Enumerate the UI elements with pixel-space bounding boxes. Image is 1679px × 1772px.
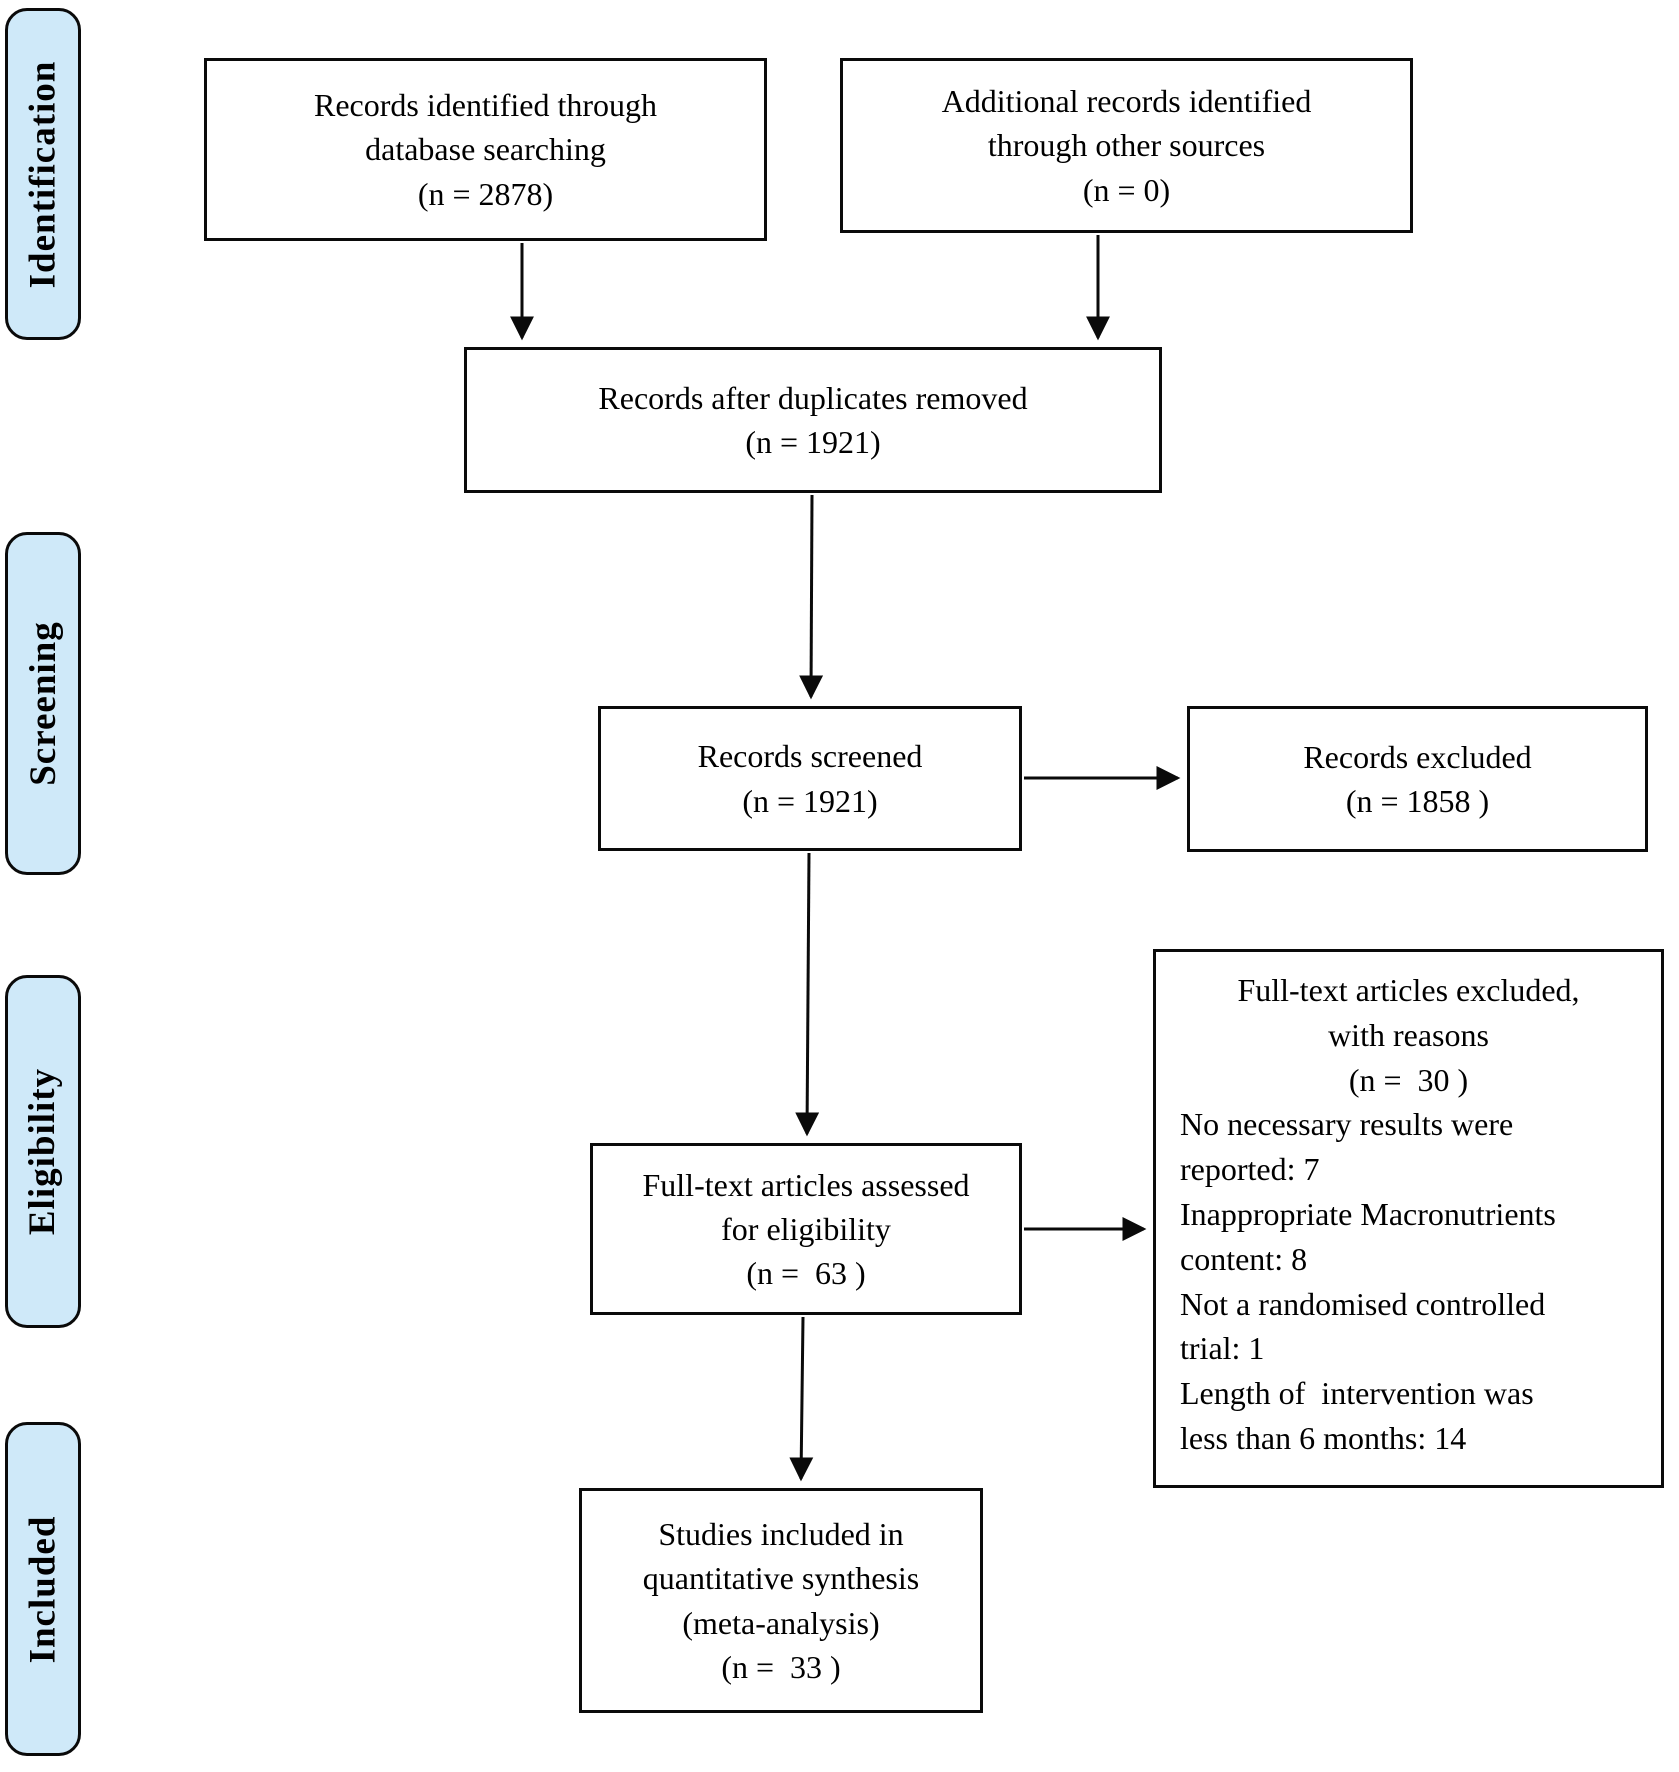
arrow-screened-to-fulltext <box>795 852 820 1137</box>
flow-box-fulltext-assessed: Full-text articles assessed for eligibil… <box>590 1143 1022 1315</box>
flow-box-records-identified-database: Records identified through database sear… <box>204 58 767 241</box>
stage-label-eligibility-text: Eligibility <box>22 1067 64 1236</box>
flow-box-fulltext-assessed-text: Full-text articles assessed for eligibil… <box>642 1166 970 1292</box>
flow-box-fulltext-excluded-reasons: No necessary results were reported: 7 In… <box>1180 1106 1556 1456</box>
flow-box-records-after-duplicates-text: Records after duplicates removed (n = 19… <box>598 379 1028 460</box>
stage-label-eligibility: Eligibility <box>5 975 81 1328</box>
flow-box-records-excluded: Records excluded (n = 1858 ) <box>1187 706 1648 852</box>
flow-box-studies-included-synthesis-text: Studies included in quantitative synthes… <box>642 1516 920 1685</box>
flow-box-records-excluded-text: Records excluded (n = 1858 ) <box>1303 738 1532 819</box>
flow-box-records-screened-text: Records screened (n = 1921) <box>697 738 923 819</box>
stage-label-identification: Identification <box>5 8 81 340</box>
flow-box-records-screened: Records screened (n = 1921) <box>598 706 1022 851</box>
flow-box-records-after-duplicates: Records after duplicates removed (n = 19… <box>464 347 1162 493</box>
stage-label-included-text: Included <box>22 1515 64 1663</box>
stage-label-screening-text: Screening <box>22 621 64 786</box>
flow-box-fulltext-excluded-header: Full-text articles excluded, with reason… <box>1237 972 1580 1098</box>
stage-label-screening: Screening <box>5 532 81 875</box>
flow-box-fulltext-excluded: Full-text articles excluded, with reason… <box>1153 949 1664 1488</box>
stage-label-included: Included <box>5 1422 81 1756</box>
arrow-duplicates-to-screened <box>799 494 824 700</box>
flow-box-studies-included-synthesis: Studies included in quantitative synthes… <box>579 1488 983 1713</box>
stage-label-identification-text: Identification <box>22 60 64 288</box>
flow-box-additional-records-other-sources: Additional records identified through ot… <box>840 58 1413 233</box>
arrow-fulltext-to-included <box>789 1316 814 1482</box>
flow-box-records-identified-database-text: Records identified through database sear… <box>313 87 658 212</box>
flow-box-additional-records-other-sources-text: Additional records identified through ot… <box>941 83 1312 208</box>
